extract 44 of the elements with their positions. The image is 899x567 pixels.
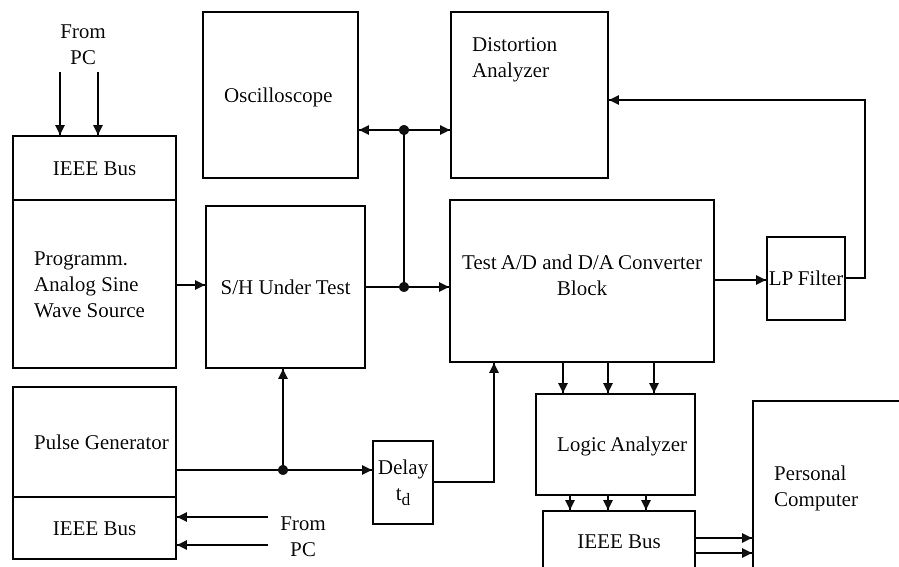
block-box [12, 496, 177, 560]
block-box [542, 510, 696, 567]
arrow [55, 72, 65, 135]
block-label: Oscilloscope [224, 82, 332, 108]
arrow [715, 275, 766, 285]
arrow [558, 363, 568, 393]
block-box [766, 236, 846, 321]
block-box [202, 11, 359, 179]
arrow [177, 512, 268, 522]
block-box [12, 386, 177, 498]
arrow [696, 548, 752, 558]
arrow [641, 496, 651, 510]
block-label: From PC [59, 18, 107, 70]
block-box [449, 199, 715, 363]
arrow [603, 496, 613, 510]
block-label: IEEE Bus [52, 154, 136, 182]
block-label: Distortion Analyzer [472, 31, 558, 84]
block-label: IEEE Bus [577, 528, 661, 554]
block-label: Programm. Analog Sine Wave Source [34, 244, 146, 324]
arrow [434, 363, 499, 483]
block-box [372, 440, 434, 525]
arrow [565, 496, 575, 510]
block-box [12, 135, 177, 201]
arrow [93, 72, 103, 135]
block-label: S/H Under Test [220, 274, 350, 300]
arrow [603, 363, 613, 393]
block-label: Logic Analyzer [557, 431, 688, 458]
block-box [205, 205, 366, 369]
arrow [649, 363, 659, 393]
arrow [609, 95, 866, 279]
block-box [450, 11, 609, 179]
arrow [696, 533, 752, 543]
block-label: Test A/D and D/A Converter Block [461, 249, 703, 302]
block-label: IEEE Bus [52, 514, 136, 542]
block-label: LP Filter [768, 265, 844, 292]
block-label: Delay t$_{d}$ [376, 454, 430, 512]
block-box [535, 393, 696, 496]
arrow [177, 540, 268, 550]
arrow [177, 280, 205, 290]
block-label: From PC [279, 510, 327, 562]
block-box [12, 199, 177, 369]
block-box [752, 400, 899, 567]
block-label: Personal Computer [774, 460, 859, 512]
block-label: Pulse Generator [34, 428, 169, 456]
